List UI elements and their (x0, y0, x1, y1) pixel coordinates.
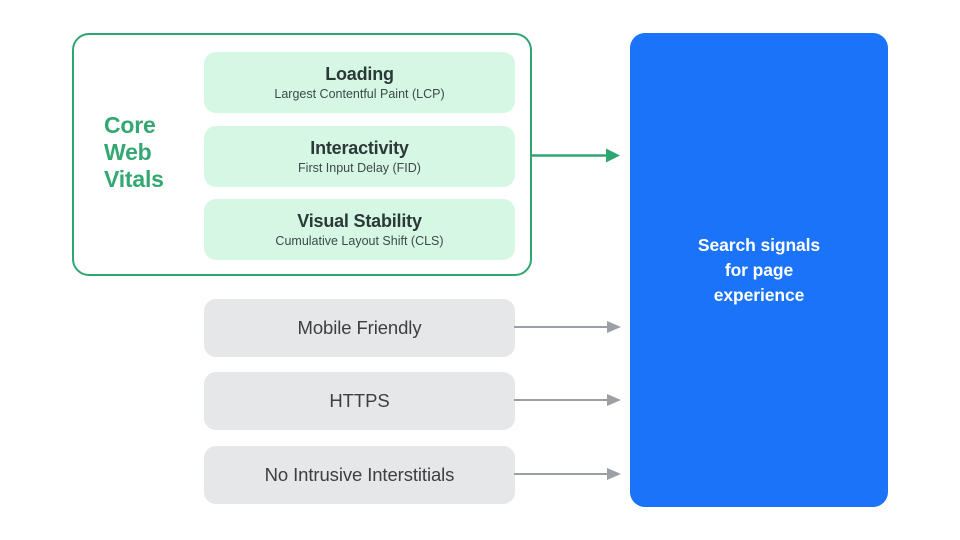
core-web-vitals-label: Core Web Vitals (104, 112, 194, 193)
core-web-vitals-label-line-2: Web (104, 139, 152, 165)
metric-subtitle: Cumulative Layout Shift (CLS) (275, 234, 444, 248)
signal-label: HTTPS (329, 390, 390, 411)
arrow-right-icon-mobile-friendly (514, 321, 621, 333)
outcome-box-search-signals: Search signals for page experience (630, 33, 888, 507)
metric-card-visual-stability[interactable]: Visual Stability Cumulative Layout Shift… (204, 199, 515, 260)
core-web-vitals-label-line-1: Core (104, 112, 156, 138)
signal-card-mobile-friendly[interactable]: Mobile Friendly (204, 299, 515, 357)
outcome-text: Search signals for page experience (697, 234, 821, 305)
metric-title: Visual Stability (297, 211, 422, 231)
metric-title: Loading (325, 64, 394, 84)
arrow-right-icon-no-intrusive-interstitials (514, 468, 621, 480)
arrow-right-icon-core-web-vitals (531, 148, 620, 163)
metric-subtitle: Largest Contentful Paint (LCP) (274, 87, 445, 101)
metric-card-interactivity[interactable]: Interactivity First Input Delay (FID) (204, 126, 515, 187)
arrow-right-icon-https (514, 394, 621, 406)
metric-subtitle: First Input Delay (FID) (298, 161, 421, 175)
core-web-vitals-label-line-3: Vitals (104, 166, 164, 192)
metric-title: Interactivity (310, 138, 409, 158)
signal-card-https[interactable]: HTTPS (204, 372, 515, 430)
signal-card-no-intrusive-interstitials[interactable]: No Intrusive Interstitials (204, 446, 515, 504)
signal-label: No Intrusive Interstitials (264, 464, 455, 485)
signal-label: Mobile Friendly (297, 317, 422, 338)
metric-card-loading[interactable]: Loading Largest Contentful Paint (LCP) (204, 52, 515, 113)
